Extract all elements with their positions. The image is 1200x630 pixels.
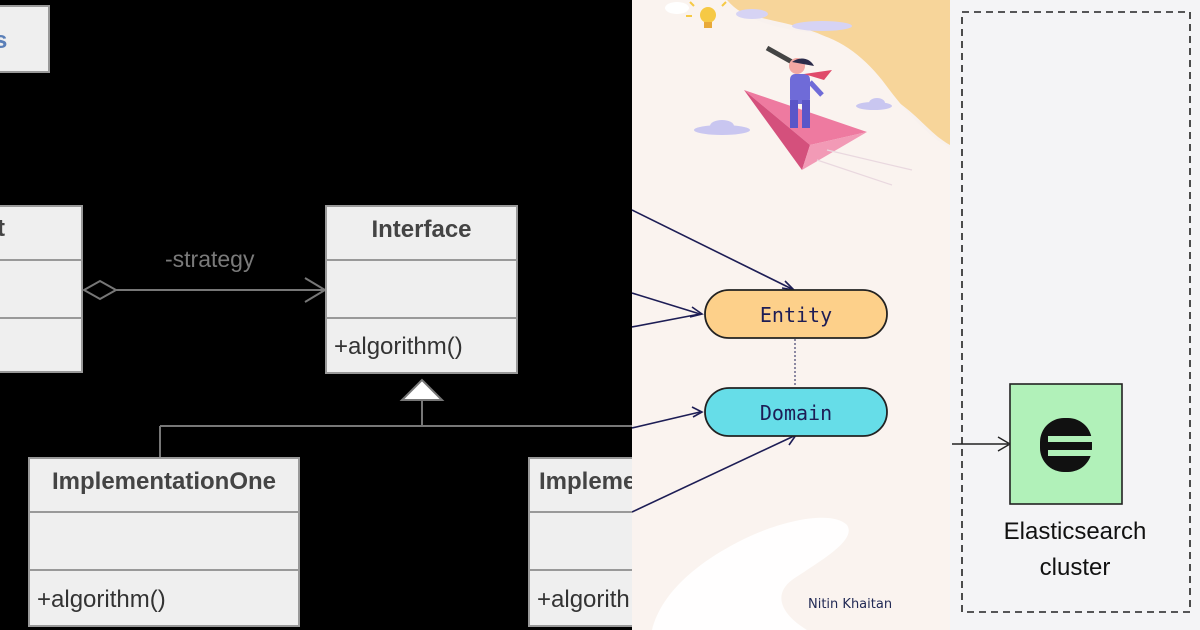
arrowhead-icon	[691, 406, 704, 418]
partial-class-box-top-letter: s	[0, 27, 7, 54]
association-label: -strategy	[165, 246, 255, 272]
interface-class-box: Interface +algorithm()	[325, 205, 518, 374]
aggregation-diamond-icon	[81, 279, 119, 301]
cluster-boundary	[961, 11, 1191, 613]
domain-node-shape	[704, 387, 888, 437]
implementation-one-method: +algorithm()	[37, 586, 166, 613]
interface-title: Interface	[371, 216, 471, 243]
implementation-two-method: +algorith	[537, 586, 630, 613]
implementation-two-title: Impleme	[539, 468, 632, 495]
context-class-box: t	[0, 205, 83, 373]
entity-node-shape	[704, 289, 888, 339]
implementation-one-class-box: ImplementationOne +algorithm()	[28, 457, 300, 627]
context-class-title: t	[0, 215, 5, 242]
illustration-canvas: Entity Domain Nitin Khaitan	[632, 0, 950, 630]
arrowhead-icon	[689, 306, 704, 318]
arrow-to-entity	[632, 209, 793, 290]
author-credit: Nitin Khaitan	[808, 597, 892, 612]
sunlight-shape	[727, 0, 950, 145]
entity-node: Entity	[704, 289, 888, 339]
domain-node: Domain	[704, 387, 888, 437]
inheritance-connector	[159, 378, 632, 458]
arrow-to-domain	[632, 411, 701, 429]
aggregation-association: -strategy	[81, 246, 327, 303]
implementation-one-title: ImplementationOne	[52, 468, 276, 495]
uml-canvas: s t -strategy Interface +alg	[0, 5, 632, 627]
arrow-to-domain	[632, 435, 795, 513]
domain-node-label: Domain	[760, 401, 832, 425]
elasticsearch-cluster-panel: Elasticsearch cluster	[950, 0, 1200, 630]
cloud-icon	[736, 9, 768, 19]
partial-class-box-top	[0, 5, 50, 73]
entity-node-label: Entity	[760, 303, 832, 327]
elasticsearch-logo-icon	[1040, 418, 1094, 472]
cloud-icon	[792, 21, 852, 31]
interface-method: +algorithm()	[334, 333, 463, 360]
cloud-icon	[869, 98, 885, 108]
cluster-canvas	[952, 11, 1191, 613]
illustration-panel: Entity Domain Nitin Khaitan	[632, 0, 950, 630]
cloud-icon	[665, 2, 689, 14]
uml-strategy-diagram: s t -strategy Interface +alg	[0, 5, 632, 627]
arrow-to-entity	[632, 292, 701, 315]
person-with-telescope-icon	[765, 45, 832, 128]
cluster-label-line1: Elasticsearch	[1003, 518, 1147, 545]
cloud-icon	[710, 120, 734, 132]
arrow-to-entity	[632, 313, 701, 328]
cluster-label-line2: cluster	[1039, 554, 1111, 581]
white-brush-stroke	[652, 517, 849, 630]
flow-arrows	[632, 209, 798, 513]
light-bulb-icon	[686, 1, 727, 28]
inheritance-triangle-icon	[399, 378, 445, 401]
implementation-two-class-box: Impleme +algorith	[528, 457, 632, 627]
